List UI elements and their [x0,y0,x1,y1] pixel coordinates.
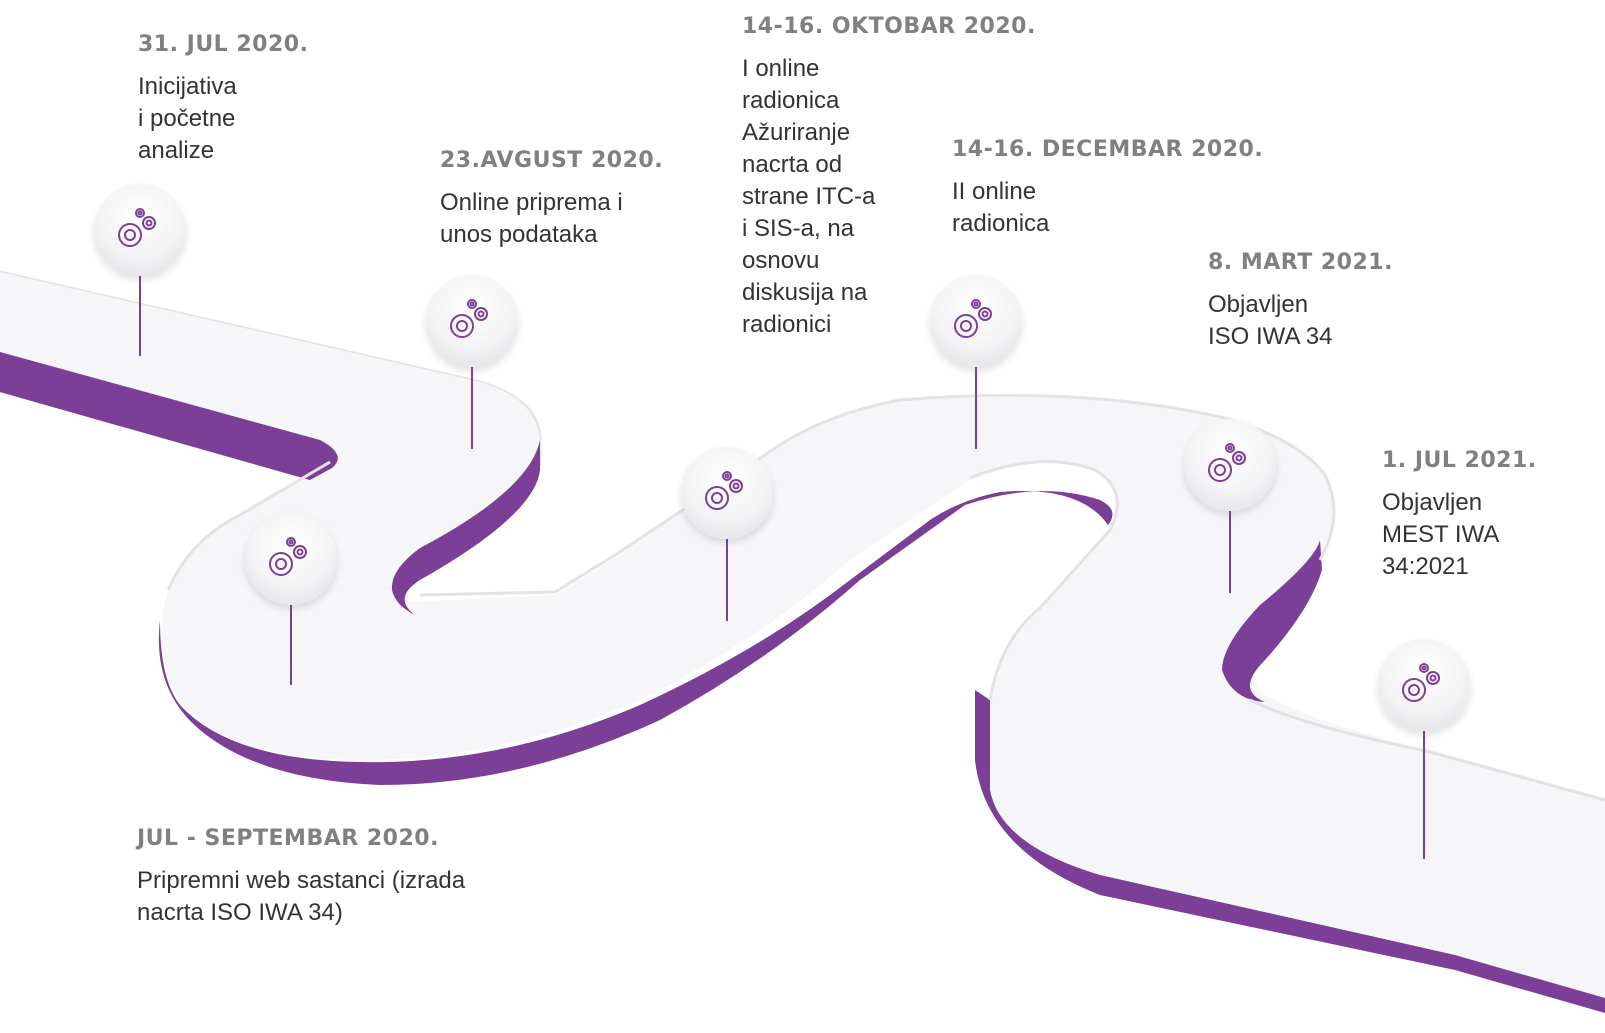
milestone-pin-2 [245,513,337,685]
event-date: 14-16. OKTOBAR 2020. [742,14,1036,39]
event-4: 14-16. OKTOBAR 2020. I online radionica … [742,14,1036,341]
event-date: 8. MART 2021. [1208,250,1393,275]
milestone-pin-4 [681,447,773,621]
pin-circle [426,275,518,367]
desc-line: Pripremni web sastanci (izrada [137,867,466,894]
desc-line: nacrta od [742,151,843,178]
desc-line: analize [138,137,215,164]
event-description: Objavljen MEST IWA 34:2021 [1382,487,1537,583]
milestone-pin-3 [426,275,518,449]
gears-icon [1208,443,1246,482]
desc-line: Inicijativa [138,73,237,100]
gears-icon [450,299,488,338]
desc-line: II online [952,178,1037,205]
event-1: 31. JUL 2020. Inicijativa i početne anal… [138,32,308,167]
milestone-pin-1 [94,184,186,356]
pin-circle [94,184,186,276]
desc-line: i SIS-a, na [742,215,855,242]
desc-line: radionici [742,311,832,338]
pin-circle [930,275,1022,367]
desc-line: 34:2021 [1382,553,1469,580]
event-date: JUL - SEPTEMBAR 2020. [137,826,439,851]
pin-circle [1184,419,1276,511]
desc-line: unos podataka [440,221,598,248]
pin-circle [245,513,337,605]
desc-line: ISO IWA 34 [1208,323,1333,350]
desc-line: Objavljen [1208,291,1309,318]
desc-line: osnovu [742,247,820,274]
desc-line: radionica [952,210,1050,237]
event-date: 14-16. DECEMBAR 2020. [952,137,1264,162]
event-description: Inicijativa i početne analize [138,71,308,167]
event-date: 31. JUL 2020. [138,32,309,57]
gears-icon [705,471,743,510]
event-date: 23.AVGUST 2020. [440,148,664,173]
desc-line: nacrta ISO IWA 34) [137,899,343,926]
desc-line: i početne [138,105,236,132]
desc-line: MEST IWA [1382,521,1500,548]
milestone-pin-6 [1184,419,1276,593]
desc-line: Objavljen [1382,489,1483,516]
event-6: 8. MART 2021. Objavljen ISO IWA 34 [1208,250,1393,353]
event-3: 23.AVGUST 2020. Online priprema i unos p… [440,148,663,251]
desc-line: diskusija na [742,279,868,306]
gears-icon [1402,663,1440,702]
gears-icon [954,299,992,338]
pin-circle [1378,639,1470,731]
event-7: 1. JUL 2021. Objavljen MEST IWA 34:2021 [1382,448,1537,583]
event-2: JUL - SEPTEMBAR 2020. Pripremni web sast… [137,826,465,929]
event-5: 14-16. DECEMBAR 2020. II online radionic… [952,137,1263,240]
gears-icon [118,208,156,247]
event-date: 1. JUL 2021. [1382,448,1537,473]
desc-line: I online [742,55,820,82]
desc-line: strane ITC-a [742,183,876,210]
gears-icon [269,537,307,576]
milestone-pin-5 [930,275,1022,449]
event-description: II online radionica [952,176,1263,240]
milestone-pin-7 [1378,639,1470,859]
event-description: Pripremni web sastanci (izrada nacrta IS… [137,865,465,929]
event-description: I online radionica Ažuriranje nacrta od … [742,53,1036,341]
desc-line: Ažuriranje [742,119,851,146]
pin-circle [681,447,773,539]
desc-line: Online priprema i [440,189,623,216]
desc-line: radionica [742,87,840,114]
event-description: Online priprema i unos podataka [440,187,663,251]
event-description: Objavljen ISO IWA 34 [1208,289,1393,353]
